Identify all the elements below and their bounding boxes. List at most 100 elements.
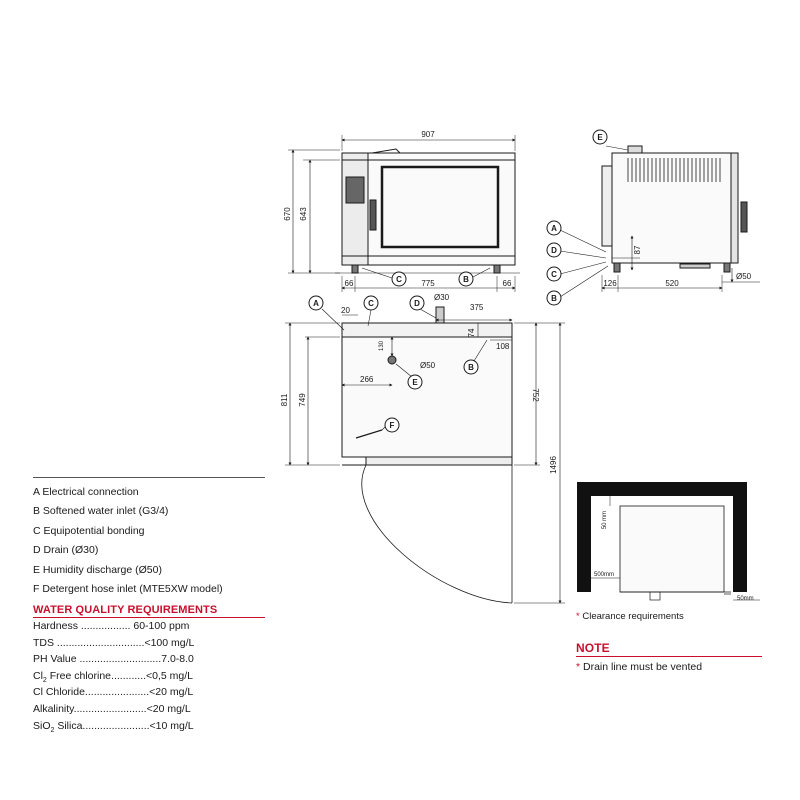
callout-b-top-label: B: [468, 363, 474, 372]
dim-108: 108: [496, 342, 510, 351]
dim-130: 130: [379, 340, 385, 351]
front-display: [345, 176, 365, 204]
side-vents: [627, 158, 721, 182]
clearance-left-label: 500mm: [594, 572, 614, 578]
top-humidity-discharge: [387, 355, 397, 365]
dim-749: 749: [298, 393, 307, 407]
dim-375: 375: [470, 303, 484, 312]
front-view: [288, 135, 520, 292]
callout-f-top: [384, 417, 400, 433]
callout-d-top: [409, 295, 425, 311]
legend-item-f: F Detergent hose inlet (MTE5XW model): [33, 582, 223, 595]
callout-c-side: [546, 266, 562, 282]
dim-907: 907: [421, 130, 435, 139]
dim-top-d30: Ø30: [434, 293, 450, 302]
dim-74: 74: [467, 328, 476, 337]
callout-c-front-label: C: [396, 275, 402, 284]
note-drain-vented: * Drain line must be vented: [576, 661, 703, 673]
callout-d-side-label: D: [551, 246, 557, 255]
wq-row-chloride: Cl Chloride......................<20 mg/…: [33, 686, 194, 699]
note-title: NOTE: [576, 641, 762, 657]
side-oven-body: [611, 152, 739, 264]
side-foot-rear: [613, 262, 621, 273]
front-top-lip: [371, 148, 401, 154]
clearance-diagram: [577, 482, 760, 601]
wq-row-silica: SiO2 Silica.......................<10 mg…: [33, 719, 194, 734]
callout-b-side: [546, 290, 562, 306]
dim-66-right: 66: [503, 279, 512, 288]
callout-b-front: [458, 271, 474, 287]
dim-670: 670: [283, 207, 292, 221]
dim-126: 126: [603, 279, 617, 288]
legend-item-d: D Drain (Ø30): [33, 544, 99, 557]
clearance-note: * Clearance requirements: [576, 611, 684, 622]
clearance-right-label: 50mm: [737, 596, 754, 602]
dim-87: 87: [633, 245, 642, 254]
wq-row-alkalinity: Alkalinity.........................<20 m…: [33, 702, 191, 715]
front-control-panel: [341, 152, 369, 266]
callout-d-top-label: D: [414, 299, 420, 308]
side-drain-pipe: [679, 263, 711, 269]
dim-643: 643: [299, 207, 308, 221]
front-foot-right: [493, 264, 501, 274]
top-oven-body: [341, 336, 513, 458]
wq-row-tds: TDS ..............................<100 m…: [33, 636, 195, 649]
door-swing-arc: [361, 464, 513, 604]
side-door-edge: [730, 152, 739, 264]
clearance-top-label: 50 mm: [602, 511, 608, 529]
dim-side-d50: Ø50: [736, 272, 752, 281]
dim-752: 752: [531, 388, 540, 402]
callout-e-side-label: E: [597, 133, 603, 142]
dim-66-left: 66: [345, 279, 354, 288]
dim-20: 20: [341, 306, 350, 315]
side-chimney: [627, 145, 643, 154]
dim-1496: 1496: [549, 456, 558, 474]
connection-legend: A Electrical connection B Softened water…: [33, 477, 265, 599]
callout-c-side-label: C: [551, 270, 557, 279]
legend-item-c: C Equipotential bonding: [33, 524, 145, 537]
callout-a-top-label: A: [313, 299, 319, 308]
clearance-walls: [577, 482, 747, 592]
callout-c-top: [363, 295, 379, 311]
callout-b-top: [463, 359, 479, 375]
side-foot-front: [723, 262, 731, 273]
callout-b-side-label: B: [551, 294, 557, 303]
water-quality-section: WATER QUALITY REQUIREMENTS Hardness ....…: [33, 604, 265, 734]
top-view: [285, 295, 565, 604]
callout-f-top-label: F: [390, 421, 395, 430]
top-door: [365, 456, 513, 466]
wq-row-hardness: Hardness ................. 60-100 ppm: [33, 620, 190, 632]
callout-b-front-label: B: [463, 275, 469, 284]
note-section: NOTE * Drain line must be vented: [576, 641, 762, 673]
side-view: [546, 129, 760, 306]
dim-top-d50: Ø50: [420, 361, 436, 370]
wq-row-ph: PH Value ............................7.0…: [33, 653, 194, 666]
callout-a-side-label: A: [551, 224, 557, 233]
front-door-handle: [369, 199, 377, 231]
front-foot-left: [351, 264, 359, 274]
callout-e-top-label: E: [412, 378, 418, 387]
callout-a-top: [308, 295, 324, 311]
callout-c-top-label: C: [368, 299, 374, 308]
side-rear-panel: [601, 165, 613, 247]
callout-a-side: [546, 220, 562, 236]
legend-item-a: A Electrical connection: [33, 486, 139, 498]
side-door-handle: [740, 201, 748, 233]
legend-item-b: B Softened water inlet (G3/4): [33, 505, 169, 518]
dim-266: 266: [360, 375, 374, 384]
callout-e-top: [407, 374, 423, 390]
water-quality-title: WATER QUALITY REQUIREMENTS: [33, 604, 265, 618]
clearance-oven: [619, 505, 725, 593]
dim-520: 520: [665, 279, 679, 288]
dim-775: 775: [421, 279, 435, 288]
top-drain-pipe: [435, 306, 445, 324]
callout-d-side: [546, 242, 562, 258]
dim-811: 811: [280, 393, 289, 406]
legend-item-e: E Humidity discharge (Ø50): [33, 563, 162, 576]
callout-e-side: [592, 129, 608, 145]
front-door-window: [380, 165, 500, 249]
callout-c-front: [391, 271, 407, 287]
top-rear-strip: [341, 322, 513, 338]
wq-row-chlorine: Cl2 Free chlorine............<0,5 mg/L: [33, 669, 194, 684]
